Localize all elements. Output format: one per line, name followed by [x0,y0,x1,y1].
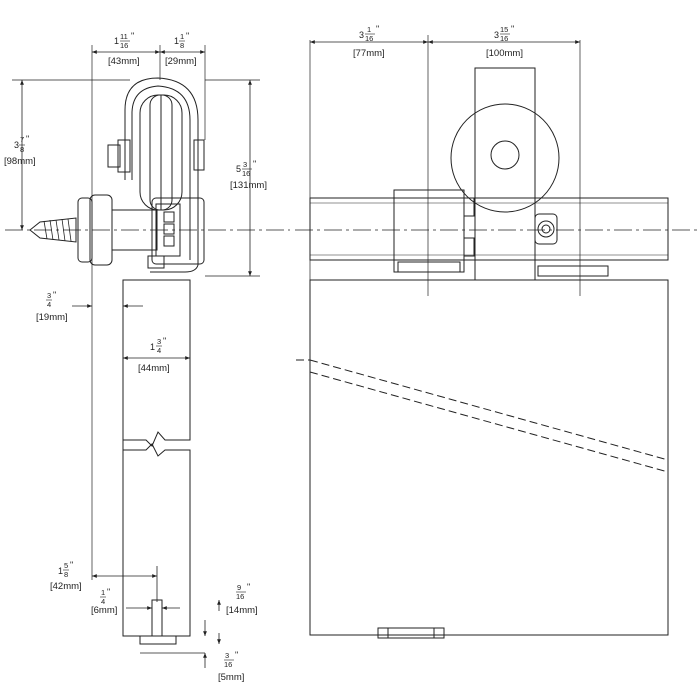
dim-width-den: 16 [120,41,128,50]
dim-guide-width-num: 1 [101,588,105,597]
dim-guide-gap-num: 3 [225,651,229,660]
front-roller-wheel [450,103,560,213]
dim-total-mm: [131mm] [230,180,267,191]
dim-guide-gap-mm: [5mm] [218,672,244,683]
dim-gap-num: 3 [47,291,51,300]
dim-guide-width-mm: [6mm] [91,605,117,616]
dim-width-whole: 1 [114,36,119,46]
dim-guide-width-den: 4 [101,597,105,606]
door-diagonal-dashed [309,359,669,461]
dim-left-num: 1 [367,25,371,34]
inch-mark: " [376,24,379,34]
spacer-body [111,209,158,251]
dim-total-num: 3 [243,160,247,169]
dim-right-den: 16 [500,34,508,43]
track-rail [309,197,669,261]
side-dimensions [20,50,252,668]
dim-door-den: 4 [157,346,161,355]
inch-mark: " [53,290,56,300]
dim-guide-height-num: 9 [237,583,241,592]
floor-guide [151,599,163,637]
dim-roller-den: 8 [180,41,184,50]
dim-offset-whole: 1 [58,566,63,576]
dim-roller-whole: 1 [174,36,179,46]
dim-guide-gap-den: 16 [224,660,232,669]
dim-gap-mm: [19mm] [36,312,68,323]
dim-door-whole: 1 [150,342,155,352]
door-lower [122,443,191,637]
inch-mark: " [131,31,134,41]
inch-mark: " [235,650,238,660]
dim-guide-height-mm: [14mm] [226,605,258,616]
door-panel [309,279,669,636]
lag-screw-icon [29,217,77,243]
inch-mark: " [107,587,110,597]
roller-strap [124,77,199,273]
side-labels: 1 11 16 " [43mm] 1 1 8 " [29mm] 3 7 8 " … [4,31,267,683]
inch-mark: " [247,582,250,592]
dim-height-whole: 3 [14,140,19,150]
dim-left-den: 16 [365,34,373,43]
dim-door-num: 3 [157,337,161,346]
dim-guide-height-den: 16 [236,592,244,601]
dim-right-num: 15 [500,25,508,34]
dim-gap-den: 4 [47,300,51,309]
inch-mark: " [163,336,166,346]
dim-width-num: 11 [120,32,128,41]
dim-left-whole: 3 [359,30,364,40]
dim-height-num: 7 [20,135,24,144]
front-view [295,35,700,639]
rail-end [151,197,205,265]
dim-left-mm: [77mm] [353,48,385,59]
front-labels: 3 1 16 " [77mm] 3 15 16 " [100mm] [353,24,523,59]
dim-right-mm: [100mm] [486,48,523,59]
roller-axle [490,140,520,170]
inch-mark: " [253,159,256,169]
dim-offset-mm: [42mm] [50,581,82,592]
front-roller-strap [474,67,536,281]
dim-offset-num: 5 [64,561,68,570]
dim-total-whole: 5 [236,164,241,174]
inch-mark: " [26,134,29,144]
dim-total-den: 16 [242,169,250,178]
dim-width-mm: [43mm] [108,56,140,67]
door-stop [534,213,558,245]
dim-door-mm: [44mm] [138,363,170,374]
dim-offset-den: 8 [64,570,68,579]
side-view [5,45,290,654]
dim-roller-num: 1 [180,32,184,41]
inch-mark: " [511,24,514,34]
front-floor-guide [377,627,445,639]
inch-mark: " [186,31,189,41]
dim-height-den: 8 [20,145,24,154]
door-upper [122,279,191,447]
inch-mark: " [70,560,73,570]
spacer-washer [77,197,93,263]
dim-height-mm: [98mm] [4,156,36,167]
dim-right-whole: 3 [494,30,499,40]
strap-bolt [107,144,121,168]
dim-roller-mm: [29mm] [165,56,197,67]
